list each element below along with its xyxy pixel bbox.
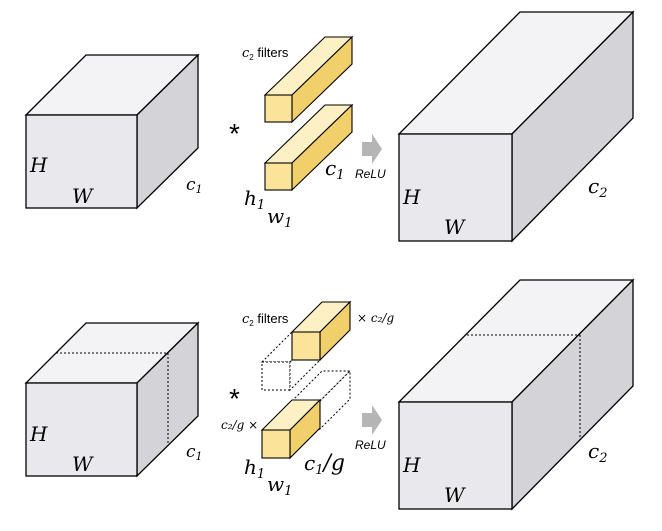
top-filters: c2 filters ⋮ h1 w1 c1 <box>242 35 354 231</box>
bottom-filters: c2 filters × c₂/g c₂/g × h1 w1 <box>221 300 394 499</box>
top-filter-channel-label: c1 <box>325 156 344 183</box>
top-input-width-label: W <box>72 184 94 208</box>
top-filter-first <box>263 35 354 124</box>
bottom-input-tensor: H W c1 <box>24 321 203 478</box>
bottom-convolution-symbol: * <box>229 383 240 414</box>
top-filter-last <box>263 103 354 192</box>
bottom-output-width-label: W <box>444 483 466 507</box>
top-output-channel-label: c2 <box>588 174 607 201</box>
top-filters-count-label: c2 filters <box>242 45 289 62</box>
bottom-filter-width-label: w1 <box>267 472 292 499</box>
top-convolution-symbol: * <box>229 118 240 149</box>
bottom-output-front-face <box>398 401 513 510</box>
bottom-input-height-label: H <box>29 422 48 446</box>
bottom-filters-group-count-right: × c₂/g <box>357 311 394 325</box>
bottom-filter-group-first <box>260 300 352 392</box>
bottom-output-tensor: H W c2 <box>397 278 635 511</box>
top-arrow-icon <box>362 134 382 164</box>
bottom-relu-arrow: ReLU <box>355 405 386 452</box>
bottom-filter-channel-label: c1/g <box>304 451 345 478</box>
top-row: H W c1 * c2 filters ⋮ h1 w1 c1 <box>24 10 635 243</box>
top-output-width-label: W <box>444 215 466 239</box>
top-output-tensor: H W c2 <box>397 10 635 243</box>
top-output-height-label: H <box>402 185 421 209</box>
bottom-arrow-icon <box>362 405 382 435</box>
bottom-input-front-face <box>25 382 138 477</box>
bottom-input-channel-label: c1 <box>186 442 203 463</box>
bottom-filter-height-label: h1 <box>244 455 265 482</box>
top-filter-width-label: w1 <box>267 204 292 231</box>
bottom-row: H W c1 * c2 filters × c₂/g <box>24 278 635 511</box>
bottom-filter-group-last <box>260 369 352 460</box>
top-relu-label: ReLU <box>355 167 386 181</box>
top-relu-arrow: ReLU <box>355 134 386 181</box>
bottom-output-height-label: H <box>402 453 421 477</box>
top-input-tensor: H W c1 <box>24 53 203 210</box>
bottom-input-width-label: W <box>72 452 94 476</box>
bottom-filters-count-label: c2 filters <box>242 311 289 328</box>
top-output-front-face <box>398 133 513 242</box>
top-input-channel-label: c1 <box>186 175 203 196</box>
bottom-relu-label: ReLU <box>355 438 386 452</box>
bottom-output-channel-label: c2 <box>588 439 607 466</box>
bottom-filters-group-count-left: c₂/g × <box>221 418 258 432</box>
top-input-height-label: H <box>29 153 48 177</box>
top-input-front-face <box>25 114 138 209</box>
top-filter-height-label: h1 <box>244 186 265 213</box>
